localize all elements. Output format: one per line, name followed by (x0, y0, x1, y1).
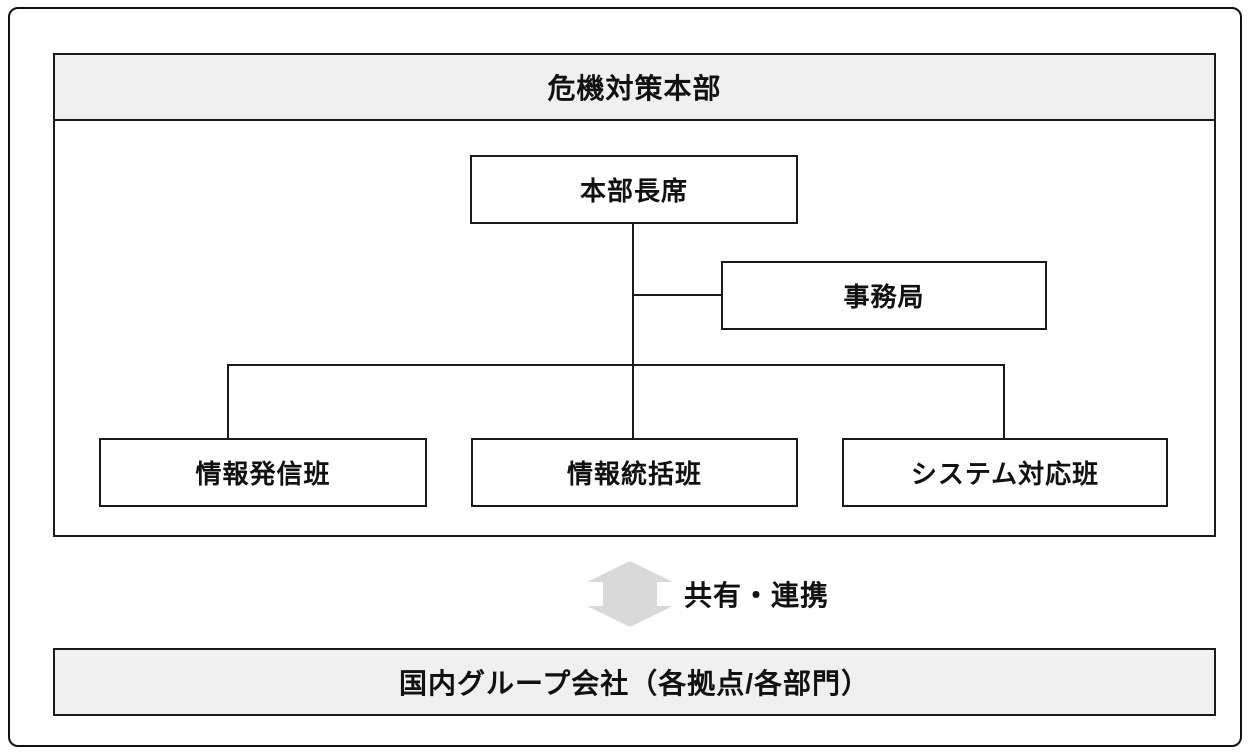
diagram-frame: 危機対策本部 本部長席 事務局 情報発信班 情報統括班 システム対応班 共有・連… (8, 7, 1242, 747)
connector-team-right-drop (1003, 364, 1005, 438)
node-system-response-team: システム対応班 (842, 438, 1168, 507)
connector-hq-chief-vertical (632, 224, 634, 438)
crisis-hq-header: 危機対策本部 (55, 55, 1214, 121)
share-cooperation-label: 共有・連携 (684, 580, 830, 611)
domestic-group-companies-band: 国内グループ会社（各拠点/各部門） (53, 648, 1216, 716)
up-down-arrow-icon (587, 561, 673, 627)
connector-teams-rail (227, 364, 1005, 366)
connector-team-left-drop (227, 364, 229, 438)
node-info-dissemination-team: 情報発信班 (99, 438, 427, 507)
node-info-coordination-team: 情報統括班 (471, 438, 798, 507)
node-secretariat: 事務局 (721, 261, 1047, 330)
up-down-arrow-shape (587, 561, 673, 627)
connector-secretariat-horizontal (632, 294, 721, 296)
node-hq-chief: 本部長席 (470, 155, 798, 224)
